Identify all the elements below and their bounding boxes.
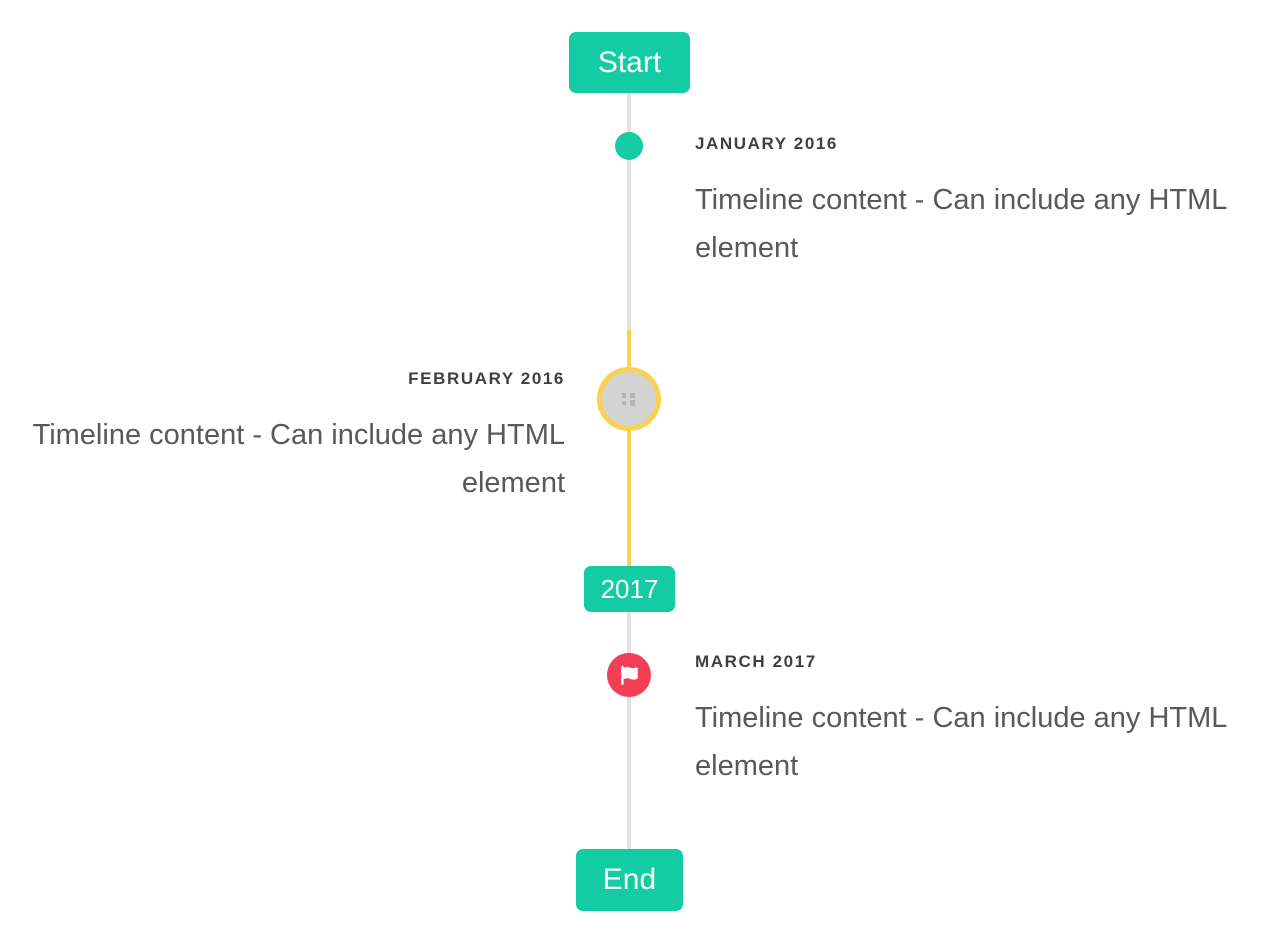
entry-title: MARCH 2017 — [695, 652, 817, 671]
timeline-marker-february-2016[interactable] — [597, 367, 661, 431]
entry-content: Timeline content - Can include any HTML … — [695, 184, 1227, 264]
timeline-entry-february-2016: FEBRUARY 2016 Timeline content - Can inc… — [30, 369, 565, 507]
entry-title: FEBRUARY 2016 — [408, 369, 565, 388]
timeline-entry-march-2017: MARCH 2017 Timeline content - Can includ… — [695, 652, 1230, 790]
timeline-start-label: Start — [597, 45, 662, 79]
entry-content: Timeline content - Can include any HTML … — [32, 419, 565, 499]
entry-content: Timeline content - Can include any HTML … — [695, 702, 1227, 782]
timeline-end-badge: End — [576, 849, 683, 911]
timeline-year-label: 2017 — [600, 573, 659, 604]
broken-image-icon — [620, 391, 638, 407]
timeline-marker-january-2016[interactable] — [615, 132, 643, 160]
timeline-entry-january-2016: JANUARY 2016 Timeline content - Can incl… — [695, 134, 1230, 272]
entry-title: JANUARY 2016 — [695, 134, 838, 153]
flag-icon — [620, 665, 639, 685]
timeline-marker-march-2017[interactable] — [607, 653, 651, 697]
timeline-start-badge: Start — [569, 32, 690, 93]
timeline-year-badge: 2017 — [584, 566, 675, 612]
timeline-line-highlight-segment — [627, 330, 631, 567]
timeline-end-label: End — [602, 863, 657, 896]
